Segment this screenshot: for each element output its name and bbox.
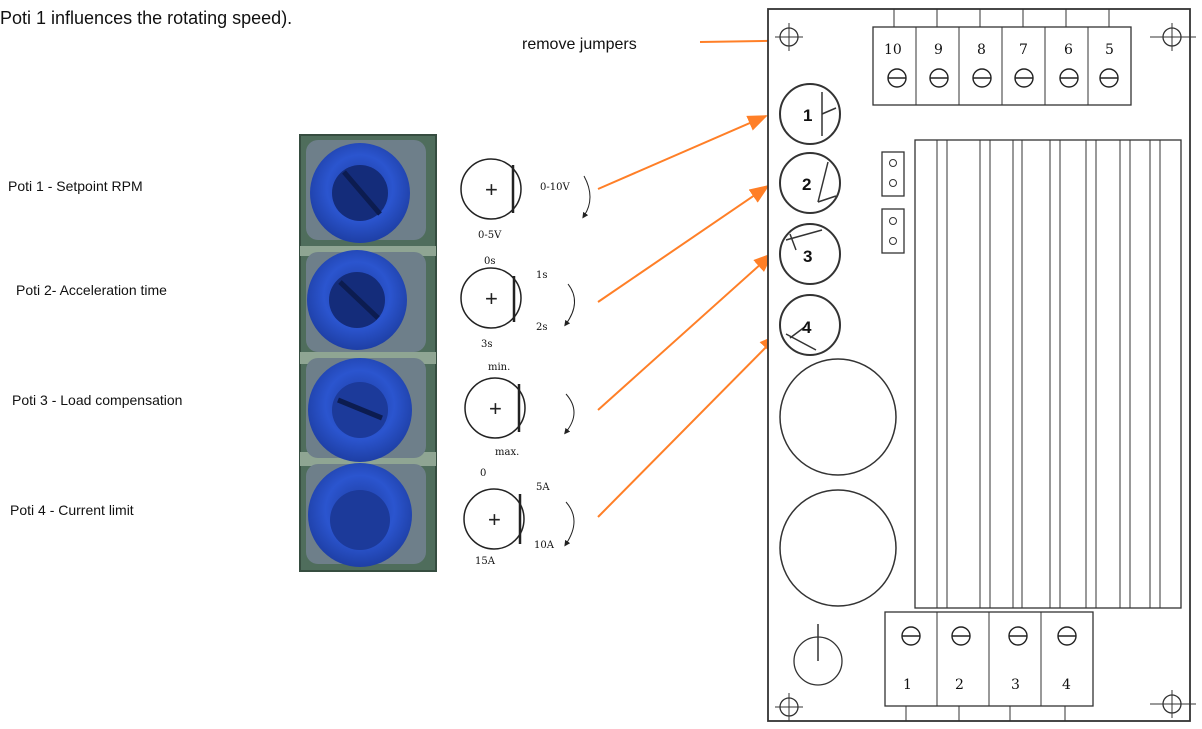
top-terminal-num: 10: [884, 42, 902, 58]
mounting-hole-bottom-left: [775, 693, 803, 721]
top-terminal-numbers: 10 9 8 7 6 5: [884, 42, 1114, 58]
dial-2: + 0s 1s 2s 3s: [460, 256, 575, 350]
dial-2-bottom-text: 3s: [481, 339, 493, 350]
board-poti-4-number: 4: [802, 318, 812, 337]
board-poti-2: [779, 152, 841, 214]
jumper-upper: [881, 151, 905, 197]
capacitor-upper: [779, 358, 897, 476]
dial-3-bottom-text: max.: [495, 447, 519, 458]
svg-text:+: +: [488, 507, 501, 532]
dial-2-right-bottom-text: 2s: [536, 322, 548, 333]
knob-2: [306, 250, 426, 352]
small-trimmer: [793, 624, 843, 686]
bottom-terminal-num: 1: [903, 677, 912, 693]
top-terminal-screws: [887, 68, 1119, 88]
board-poti-2-number: 2: [802, 175, 811, 194]
board-poti-3-number: 3: [803, 247, 812, 266]
mounting-hole-top-left: [775, 23, 803, 51]
bottom-terminal-num: 2: [955, 677, 964, 693]
dial-1-range-text: 0-10V: [540, 182, 570, 193]
top-terminal-num: 7: [1019, 42, 1028, 58]
top-terminal-num: 6: [1064, 42, 1073, 58]
top-terminal-num: 8: [977, 42, 986, 58]
caption-text: Poti 1 influences the rotating speed).: [0, 8, 293, 28]
board-poti-4: [779, 294, 841, 356]
arrow-poti-1: [597, 115, 768, 190]
mounting-hole-top-right: [1150, 23, 1196, 51]
bottom-terminal-num: 4: [1062, 677, 1071, 693]
dial-1: + 0-10V 0-5V: [460, 158, 591, 241]
potentiometer-photo: [299, 134, 437, 572]
knob-3: [306, 358, 426, 462]
dial-3: + min. max.: [464, 362, 575, 458]
dial-1-bottom-text: 0-5V: [478, 230, 502, 241]
bottom-terminal-numbers: 1 2 3 4: [903, 677, 1071, 693]
dial-4-bottom-text: 15A: [475, 556, 496, 567]
knob-1: [306, 140, 426, 243]
poti-1-label: Poti 1 - Setpoint RPM: [8, 178, 143, 194]
mounting-hole-bottom-right: [1150, 690, 1196, 718]
heatsink: [914, 139, 1182, 609]
svg-text:+: +: [485, 286, 498, 311]
svg-text:+: +: [489, 396, 502, 421]
top-terminal-num: 5: [1105, 42, 1114, 58]
bottom-terminal-screws: [901, 626, 1077, 646]
arrow-poti-4: [597, 333, 780, 518]
capacitor-lower: [779, 489, 897, 607]
dial-4: + 0 5A 10A 15A: [463, 468, 575, 567]
poti-4-label: Poti 4 - Current limit: [10, 502, 134, 518]
dial-4-top-text: 0: [480, 468, 486, 479]
dial-2-top-text: 0s: [484, 256, 496, 267]
bottom-terminal-num: 3: [1011, 677, 1020, 693]
arrow-poti-3: [597, 252, 774, 411]
controller-board: [767, 8, 1196, 722]
dial-2-right-top-text: 1s: [536, 270, 548, 281]
dial-4-right-bottom-text: 10A: [534, 540, 555, 551]
board-poti-1: [779, 83, 841, 145]
arrow-poti-2: [597, 184, 770, 303]
poti-2-label: Poti 2- Acceleration time: [16, 282, 167, 298]
bottom-terminal-block: [884, 611, 1094, 721]
svg-text:+: +: [485, 177, 498, 202]
top-terminal-num: 9: [934, 42, 943, 58]
remove-jumpers-label: remove jumpers: [522, 36, 637, 53]
poti-3-label: Poti 3 - Load compensation: [12, 392, 183, 408]
jumper-lower: [881, 208, 905, 254]
dial-4-right-top-text: 5A: [536, 482, 550, 493]
dial-3-top-text: min.: [488, 362, 510, 373]
knob-4: [306, 463, 426, 567]
board-poti-1-number: 1: [803, 106, 812, 125]
top-terminal-block: [872, 9, 1132, 106]
board-poti-3: [779, 223, 841, 285]
